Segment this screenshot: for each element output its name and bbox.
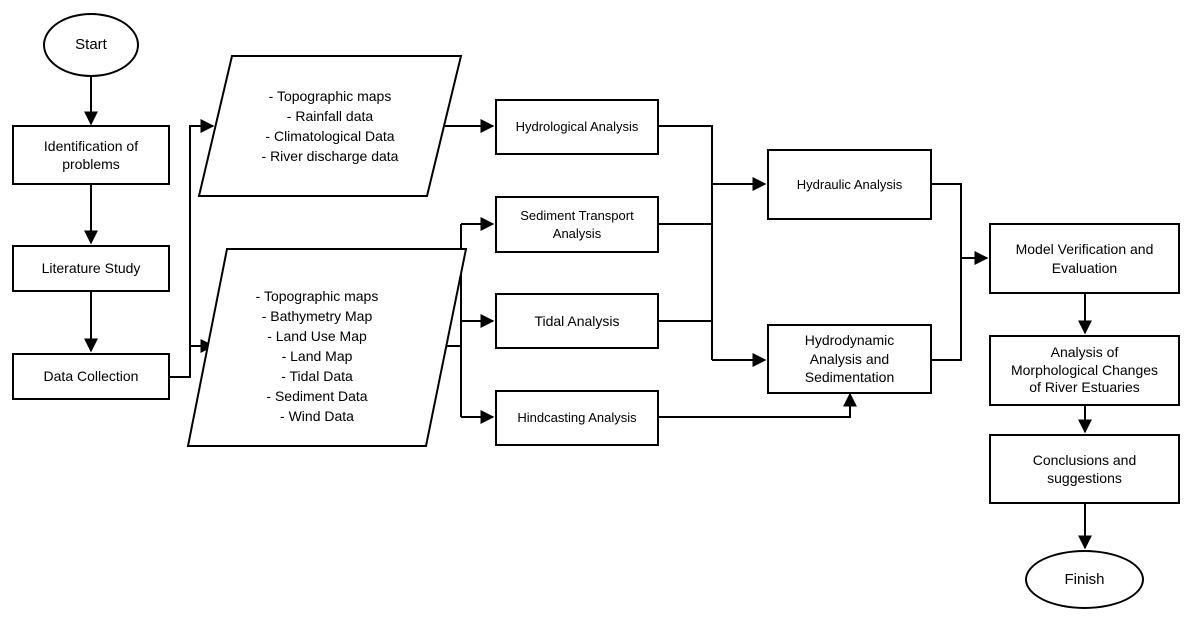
- start-terminal: Start: [43, 13, 139, 77]
- conclusions-label: Conclusions and suggestions: [1032, 451, 1137, 486]
- data-collection-box: Data Collection: [12, 353, 170, 400]
- connector-hydrological-out: [659, 125, 713, 184]
- arrow-data-collection-to-group2: [189, 339, 215, 377]
- data-group-1-item: - Topographic maps: [268, 88, 392, 104]
- morphological-analysis-box: Analysis of Morphological Changes of Riv…: [989, 335, 1180, 406]
- data-group-1-parallelogram: [197, 55, 463, 197]
- data-group-2-item: - Wind Data: [280, 408, 354, 424]
- data-group-1-list: - Topographic maps - Rainfall data - Cli…: [240, 86, 420, 166]
- sediment-transport-label: Sediment Transport Analysis: [520, 208, 634, 241]
- data-group-2-item: - Topographic maps: [255, 288, 379, 304]
- data-group-2-item: - Land Use Map: [267, 328, 367, 344]
- start-label: Start: [75, 36, 107, 54]
- hydraulic-analysis-box: Hydraulic Analysis: [767, 149, 932, 220]
- arrow-hindcasting-to-hydrodynamic: [659, 392, 857, 418]
- finish-terminal: Finish: [1025, 550, 1144, 609]
- model-verification-box: Model Verification and Evaluation: [989, 223, 1180, 294]
- data-group-2-item: - Bathymetry Map: [261, 308, 373, 324]
- data-group-1-item: - Rainfall data: [286, 108, 374, 124]
- arrow-data-collection-to-group1: [170, 119, 215, 378]
- connector-hydraulic-out: [932, 183, 962, 258]
- literature-box: Literature Study: [12, 245, 170, 292]
- morphological-analysis-label: Analysis of Morphological Changes of Riv…: [1010, 344, 1159, 396]
- hindcasting-analysis-label: Hindcasting Analysis: [517, 410, 637, 426]
- tidal-analysis-label: Tidal Analysis: [534, 312, 620, 329]
- data-collection-label: Data Collection: [43, 368, 139, 385]
- data-group-1-item: - River discharge data: [261, 148, 399, 164]
- data-group-2-item: - Tidal Data: [281, 368, 353, 384]
- hindcasting-analysis-box: Hindcasting Analysis: [495, 390, 659, 446]
- sediment-transport-box: Sediment Transport Analysis: [495, 196, 659, 253]
- hydraulic-analysis-label: Hydraulic Analysis: [796, 176, 903, 192]
- literature-label: Literature Study: [41, 260, 141, 277]
- finish-label: Finish: [1064, 570, 1105, 588]
- identification-label: Identification of problems: [43, 137, 139, 172]
- identification-box: Identification of problems: [12, 125, 170, 185]
- hydrological-analysis-label: Hydrological Analysis: [515, 119, 639, 135]
- hydrological-analysis-box: Hydrological Analysis: [495, 99, 659, 155]
- data-group-1-item: - Climatological Data: [265, 128, 395, 144]
- connector-hydrodynamic-out: [932, 258, 962, 361]
- conclusions-box: Conclusions and suggestions: [989, 434, 1180, 504]
- hydrodynamic-analysis-box: Hydrodynamic Analysis and Sedimentation: [767, 324, 932, 394]
- data-group-2-item: - Sediment Data: [266, 388, 368, 404]
- hydrodynamic-analysis-label: Hydrodynamic Analysis and Sedimentation: [804, 332, 895, 386]
- data-group-2-item: - Land Map: [281, 348, 353, 364]
- data-group-2-parallelogram: [186, 248, 468, 447]
- model-verification-label: Model Verification and Evaluation: [1015, 241, 1154, 276]
- data-group-2-list: - Topographic maps - Bathymetry Map - La…: [232, 286, 402, 426]
- tidal-analysis-box: Tidal Analysis: [495, 293, 659, 349]
